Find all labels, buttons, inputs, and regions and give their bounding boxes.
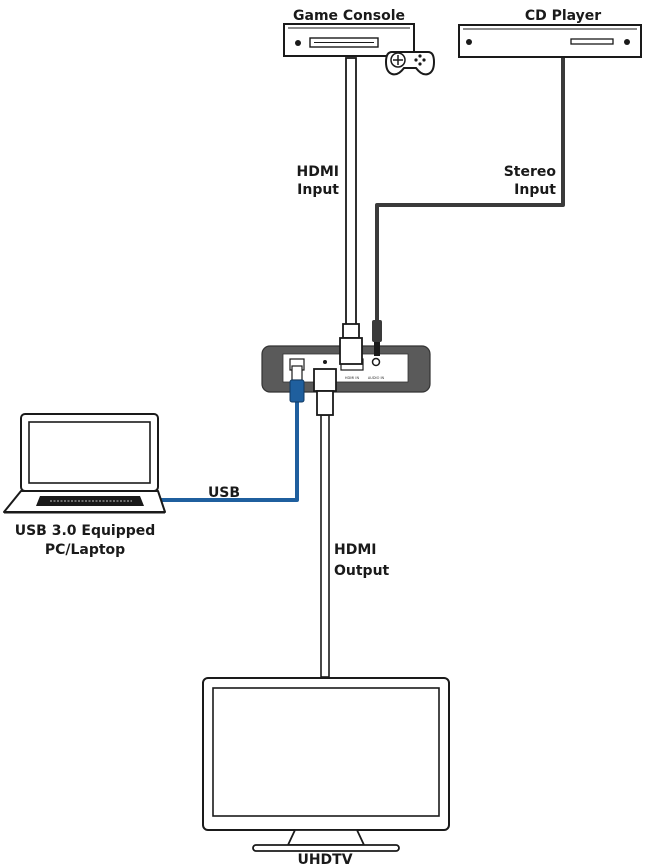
hdmi-output-plug — [313, 368, 337, 416]
uhdtv-icon — [202, 677, 450, 852]
audio-in-jack — [371, 357, 381, 367]
hdmi-input-label-line2: Input — [297, 182, 339, 198]
hdmi-output-label-line1: HDMI — [334, 542, 376, 558]
hdmi-output-label-line2: Output — [334, 563, 390, 579]
laptop-icon — [3, 413, 166, 514]
cd-player-label: CD Player — [525, 8, 601, 24]
stereo-input-cable — [375, 57, 565, 322]
hdmi-input-cable — [345, 57, 357, 329]
laptop-label-line1: USB 3.0 Equipped — [15, 523, 156, 539]
usb-plug — [289, 365, 305, 403]
game-console-label: Game Console — [293, 8, 405, 24]
hdmi-output-cable — [320, 414, 330, 678]
audio-in-port-label: AUDIO IN — [368, 376, 385, 380]
power-led-icon — [323, 360, 327, 364]
hdmi-input-plug — [339, 323, 363, 365]
laptop-label-line2: PC/Laptop — [45, 542, 125, 558]
usb-label: USB — [208, 485, 240, 501]
stereo-input-label-line2: Input — [514, 182, 556, 198]
uhdtv-label: UHDTV — [297, 852, 352, 868]
hdmi-in-port-label: HDMI IN — [345, 376, 360, 380]
gamepad-icon — [384, 51, 436, 76]
game-console-icon — [283, 23, 436, 76]
hdmi-input-label-line1: HDMI — [297, 164, 339, 180]
stereo-plug — [372, 320, 382, 356]
usb-cable — [160, 400, 299, 502]
cd-player-icon — [458, 24, 642, 58]
stereo-input-label-line1: Stereo — [504, 164, 557, 180]
